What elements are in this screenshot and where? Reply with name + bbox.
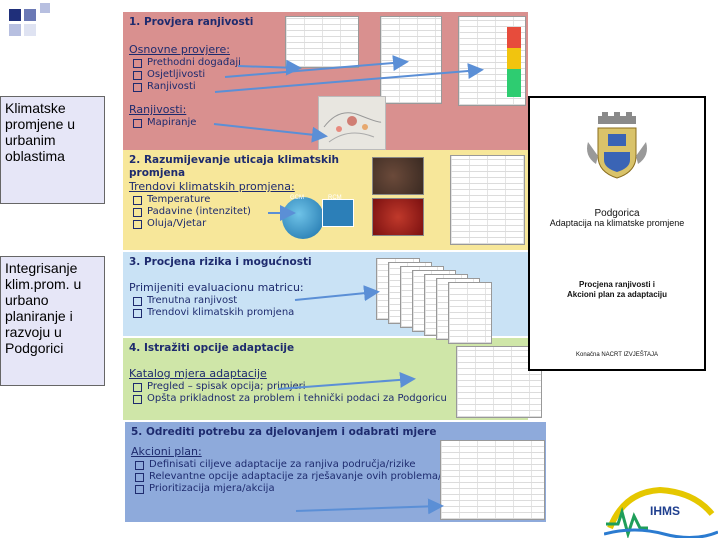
ihms-logo: IHMS xyxy=(604,484,718,538)
document-subtitle: Adaptacija na klimatske promjene xyxy=(530,218,704,228)
report-document: Podgorica Adaptacija na klimatske promje… xyxy=(528,96,706,371)
arrow xyxy=(278,379,412,389)
document-heading-line2: Akcioni plan za adaptaciju xyxy=(530,290,704,299)
logo-text: IHMS xyxy=(650,504,680,518)
arrow xyxy=(214,124,324,136)
arrow xyxy=(215,70,480,92)
arrow xyxy=(238,66,298,68)
document-footer: Konačna NACRT IZVJEŠTAJA xyxy=(530,352,704,358)
arrow xyxy=(225,62,405,77)
document-heading-line1: Procjena ranjivosti i xyxy=(530,280,704,289)
arrow xyxy=(295,292,376,300)
arrow xyxy=(296,506,440,511)
coat-of-arms-icon xyxy=(584,112,650,182)
